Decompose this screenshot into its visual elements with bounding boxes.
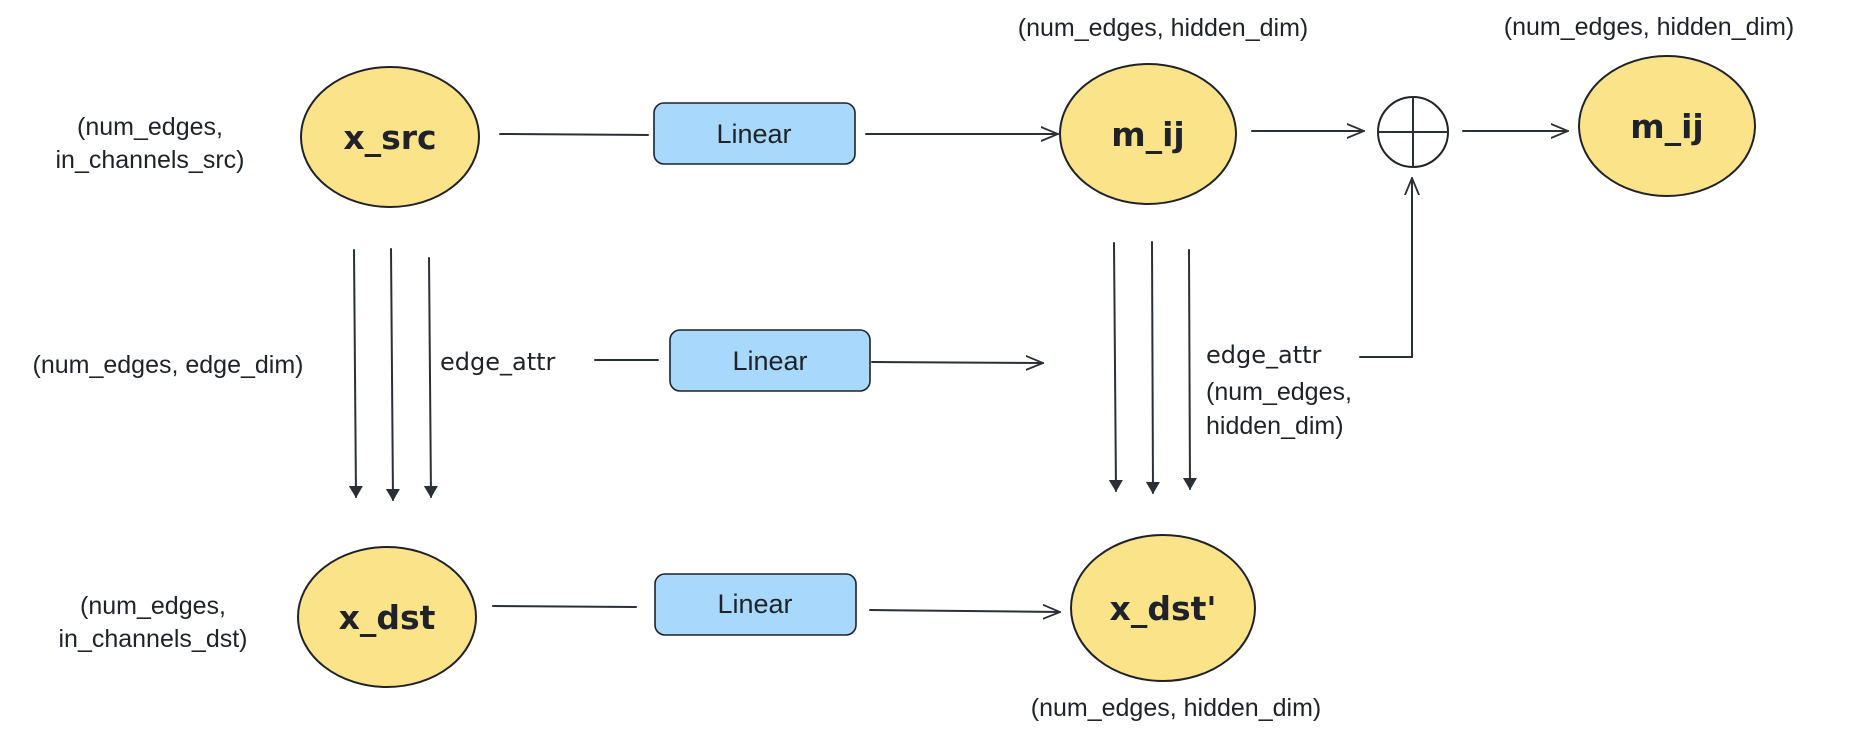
mij-output-dims-top: (num_edges, hidden_dim) [1504, 13, 1794, 41]
linear-src-box: Linear [653, 102, 856, 165]
node-x-src: x_src [300, 66, 480, 208]
src-dims-line2: in_channels_src) [56, 146, 245, 174]
node-m-ij: m_ij [1059, 63, 1237, 205]
right-hidden-dims-line2: hidden_dim) [1206, 412, 1344, 440]
edge-attr-left-label: edge_attr [440, 348, 556, 376]
edge-attr-to-sum [1359, 177, 1412, 358]
edge-mij-to-xdstp-3 [1182, 249, 1197, 490]
circle-plus-icon [1377, 96, 1449, 168]
linear-dst-label: Linear [717, 589, 792, 619]
node-x-src-label: x_src [343, 118, 436, 157]
edge-linear-edge-out [871, 362, 1043, 363]
edge-xsrc-to-xdst-2 [385, 248, 400, 501]
linear-edge-label: Linear [732, 346, 807, 376]
node-m-ij-output: m_ij [1578, 55, 1756, 197]
node-m-ij-label: m_ij [1111, 115, 1185, 154]
node-m-ij-output-label: m_ij [1630, 107, 1704, 146]
node-x-dst-prime: x_dst' [1070, 534, 1256, 682]
edge-xsrc-to-xdst-1 [348, 249, 363, 498]
node-x-dst: x_dst [297, 546, 477, 688]
linear-src-label: Linear [716, 119, 791, 149]
linear-dst-box: Linear [654, 573, 857, 636]
dst-dims-line2: in_channels_dst) [58, 625, 247, 653]
edge-mij-to-xdstp-1 [1108, 242, 1123, 492]
edge-attr-right-label: edge_attr [1206, 341, 1322, 369]
edge-xdst-to-linear [492, 605, 637, 608]
dst-dims-line1: (num_edges, [80, 592, 226, 620]
linear-edge-box: Linear [669, 329, 871, 392]
node-x-dst-label: x_dst [339, 598, 436, 637]
xdstp-dims-bottom: (num_edges, hidden_dim) [1031, 694, 1321, 722]
src-dims-line1: (num_edges, [77, 113, 223, 141]
edge-xsrc-to-linear [499, 133, 649, 136]
mij-dims-top: (num_edges, hidden_dim) [1018, 14, 1308, 42]
node-x-dst-prime-label: x_dst' [1110, 589, 1217, 628]
edge-xsrc-to-xdst-3 [423, 257, 438, 498]
edge-dims: (num_edges, edge_dim) [33, 351, 304, 379]
right-hidden-dims-line1: (num_edges, [1206, 378, 1352, 406]
edge-mij-to-xdstp-2 [1145, 241, 1160, 494]
edge-linear-to-xdstp [869, 610, 1060, 612]
